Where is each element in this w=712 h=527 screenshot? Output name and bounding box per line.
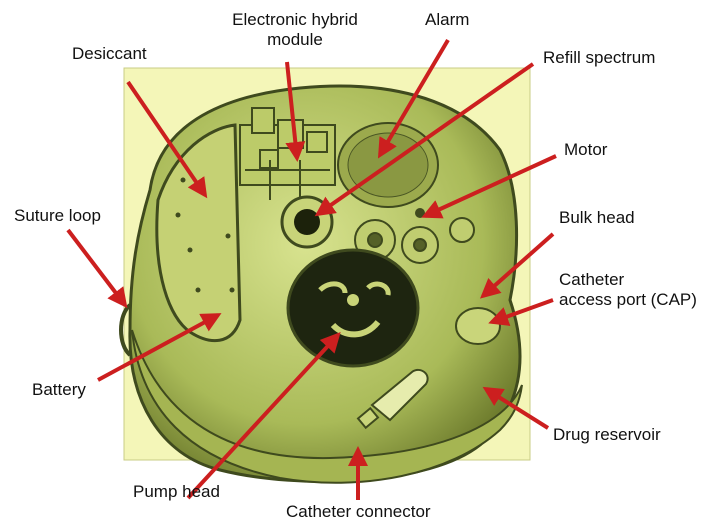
label-suture-loop: Suture loop — [14, 206, 101, 226]
label-pump-head: Pump head — [133, 482, 220, 502]
label-refill-spectrum: Refill spectrum — [543, 48, 655, 68]
label-motor: Motor — [564, 140, 607, 160]
catheter-access-port — [456, 308, 500, 344]
label-catheter-connector: Catheter connector — [286, 502, 431, 522]
arrow-suture-loop — [68, 230, 125, 305]
label-electronic-hybrid-module: Electronic hybrid module — [220, 10, 370, 50]
label-desiccant: Desiccant — [72, 44, 147, 64]
label-electronic-hybrid-module-line1: Electronic hybrid — [220, 10, 370, 30]
label-catheter-access-port: Catheter access port (CAP) — [559, 270, 697, 310]
label-catheter-access-port-line1: Catheter — [559, 270, 697, 290]
label-drug-reservoir: Drug reservoir — [553, 425, 661, 445]
label-battery: Battery — [32, 380, 86, 400]
label-electronic-hybrid-module-line2: module — [220, 30, 370, 50]
pump-head — [288, 250, 418, 366]
label-catheter-access-port-line2: access port (CAP) — [559, 290, 697, 310]
label-bulk-head: Bulk head — [559, 208, 635, 228]
label-alarm: Alarm — [425, 10, 469, 30]
